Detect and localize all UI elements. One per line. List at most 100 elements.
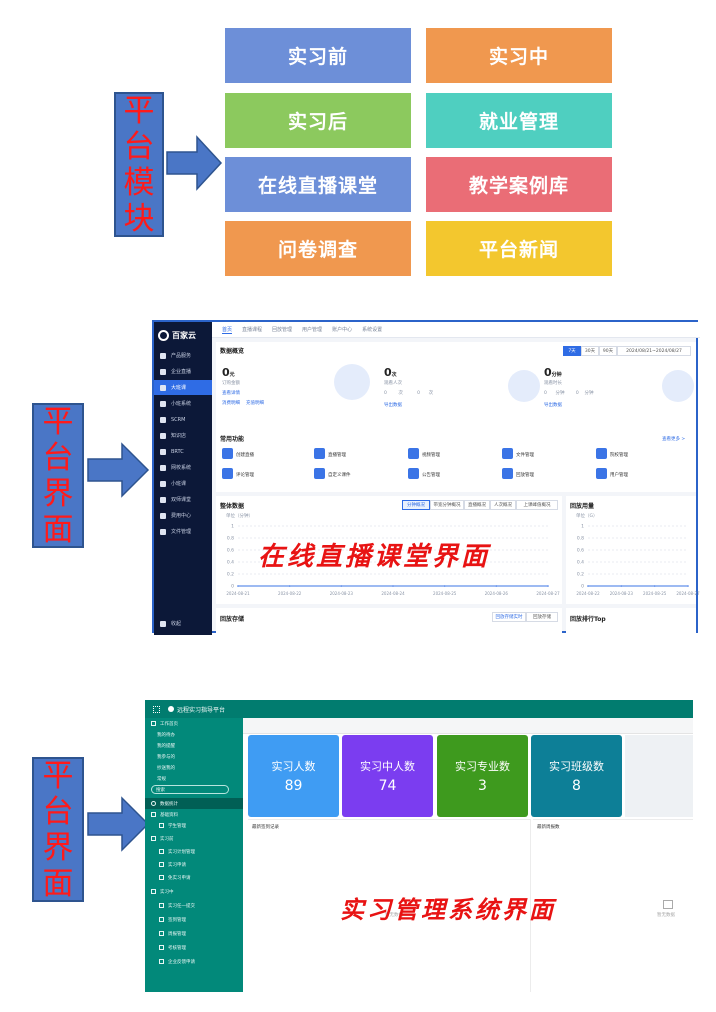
function-label[interactable]: 用户管理 (610, 473, 628, 478)
chart-tab[interactable]: 分钟概况 (402, 500, 430, 510)
empty-text: 暂无数据 (657, 913, 675, 918)
consume-link[interactable]: 消费明细 (222, 401, 240, 406)
function-label[interactable]: 直播管理 (328, 453, 346, 458)
sidebar-group[interactable]: 基础资料 (145, 809, 243, 820)
function-label[interactable]: 公告管理 (422, 473, 440, 478)
overall-data-card: 整体数据 单位（分钟） 分钟概况 带宽分钟概况 直播概况 人次概况 上课峰值概况… (216, 496, 562, 604)
nav-item[interactable]: 费用中心 (154, 508, 212, 523)
live-icon (160, 368, 166, 375)
label-char: 台 (123, 128, 155, 165)
detail-link[interactable]: 查看详情 (222, 391, 240, 396)
data-point (547, 585, 549, 587)
module-tile[interactable]: 教学案例库 (426, 157, 612, 212)
range-7d-button[interactable]: 7天 (563, 346, 581, 356)
module-tile[interactable]: 问卷调查 (225, 221, 411, 276)
module-tile[interactable]: 实习前 (225, 28, 411, 83)
module-tile[interactable]: 就业管理 (426, 93, 612, 148)
nav-item[interactable]: 知识店 (154, 428, 212, 443)
storage-tab[interactable]: 回放存储 (526, 612, 558, 622)
more-link[interactable]: 查看更多 > (662, 437, 686, 442)
stat-card[interactable]: 实习中人数 74 (342, 735, 433, 817)
stat-card[interactable]: 实习专业数 3 (437, 735, 528, 817)
sidebar-item[interactable]: 周报管理 (145, 928, 243, 939)
stat-card[interactable]: 实习班级数 8 (531, 735, 622, 817)
sidebar-item[interactable]: 工作首页 (145, 718, 243, 729)
function-label[interactable]: 创建直播 (236, 453, 254, 458)
nav-item[interactable]: 产品服务 (154, 348, 212, 363)
sidebar-group[interactable]: 实习中 (145, 886, 243, 897)
nav-item[interactable]: 文件管理 (154, 524, 212, 539)
apps-grid-icon[interactable] (153, 705, 160, 713)
tab[interactable]: 回放管理 (272, 327, 293, 333)
y-tick-label: 0.4 (577, 560, 584, 566)
stat-sub: 观看时长 (544, 381, 562, 386)
stat-value: 74 (378, 778, 397, 794)
module-tile[interactable]: 在线直播课堂 (225, 157, 411, 212)
sidebar-item[interactable]: 我的待办 (157, 732, 175, 738)
nav-item[interactable]: 双师课堂 (154, 492, 212, 507)
collapse-button[interactable]: 收起 (154, 616, 212, 631)
chart-tab[interactable]: 人次概况 (490, 500, 516, 510)
sidebar-item[interactable]: 考核管理 (145, 942, 243, 953)
tab[interactable]: 直播课程 (242, 327, 263, 333)
x-tick-label: 2024-08-23 (610, 591, 634, 596)
nav-item[interactable]: SCRM (154, 412, 212, 427)
stat-value: 3 (478, 778, 487, 794)
function-label[interactable]: 文件管理 (516, 453, 534, 458)
storage-tab[interactable]: 回放存储实时 (492, 612, 526, 622)
date-range-picker[interactable]: 2024/08/21~2024/08/27 (617, 346, 691, 356)
sidebar-search[interactable]: 搜索 (151, 785, 229, 794)
nav-item[interactable]: 小班系统 (154, 396, 212, 411)
sidebar-item[interactable]: 常规 (157, 776, 166, 782)
nav-item[interactable]: 网校系统 (154, 460, 212, 475)
range-90d-button[interactable]: 90天 (599, 346, 617, 356)
sidebar-item[interactable]: 实习申请 (145, 859, 243, 870)
sidebar-item[interactable]: 实习计划管理 (145, 846, 243, 857)
platform-interface-label: 平 台 界 面 (32, 757, 84, 902)
function-label[interactable]: 视频管理 (422, 453, 440, 458)
tab-home[interactable]: 首页 (222, 326, 233, 334)
stat-card[interactable]: 实习人数 89 (248, 735, 339, 817)
live-class-overlay-text: 在线直播课堂界面 (258, 542, 491, 572)
tab[interactable]: 系统设置 (362, 327, 383, 333)
nav-item[interactable]: BRTC (154, 444, 212, 459)
chart-tab[interactable]: 带宽分钟概况 (430, 500, 464, 510)
sidebar-item[interactable]: 签到管理 (145, 914, 243, 925)
y-tick-label: 0.2 (227, 572, 234, 578)
chart-tab[interactable]: 上课峰值概况 (516, 500, 558, 510)
stat-value: 0分钟 (544, 366, 562, 379)
weekly-panel: 最新周报数 暂无数据 (533, 819, 693, 992)
sidebar-item[interactable]: 企业反馈申请 (145, 956, 243, 967)
export-link[interactable]: 导出数据 (544, 403, 562, 408)
sidebar-item-active[interactable]: 数据统计 (145, 798, 243, 809)
tab[interactable]: 用户管理 (302, 327, 323, 333)
module-tile[interactable]: 实习后 (225, 93, 411, 148)
recharge-link[interactable]: 充值明细 (246, 401, 264, 406)
y-tick-label: 0.6 (577, 548, 584, 554)
nav-item[interactable]: 企业直播 (154, 364, 212, 379)
function-label[interactable]: 院校管理 (610, 453, 628, 458)
tab[interactable]: 账户中心 (332, 327, 353, 333)
sidebar-item[interactable]: 实习任一提交 (145, 900, 243, 911)
wallet-icon (160, 512, 166, 519)
sidebar-group[interactable]: 实习前 (145, 833, 243, 844)
user-icon (596, 468, 607, 479)
module-tile[interactable]: 实习中 (426, 28, 612, 83)
sidebar-item[interactable]: 抄送我的 (157, 765, 175, 771)
x-tick-label: 2024-08-24 (381, 591, 405, 596)
nav-item-active[interactable]: 大班课 (154, 380, 212, 395)
export-link[interactable]: 导出数据 (384, 403, 402, 408)
range-30d-button[interactable]: 30天 (581, 346, 599, 356)
sidebar-item[interactable]: 学生管理 (145, 820, 243, 831)
nav-item[interactable]: 小班课 (154, 476, 212, 491)
module-tile[interactable]: 平台新闻 (426, 221, 612, 276)
function-label[interactable]: 自定义课件 (328, 473, 351, 478)
label-char: 平 (123, 92, 155, 129)
function-label[interactable]: 评论管理 (236, 473, 254, 478)
function-label[interactable]: 回放管理 (516, 473, 534, 478)
sidebar-item[interactable]: 免实习申请 (145, 872, 243, 883)
sidebar-item[interactable]: 我参与的 (157, 754, 175, 760)
chart-tab[interactable]: 直播概况 (464, 500, 490, 510)
y-tick-label: 0.4 (227, 560, 234, 566)
sidebar-item[interactable]: 我的提醒 (157, 743, 175, 749)
